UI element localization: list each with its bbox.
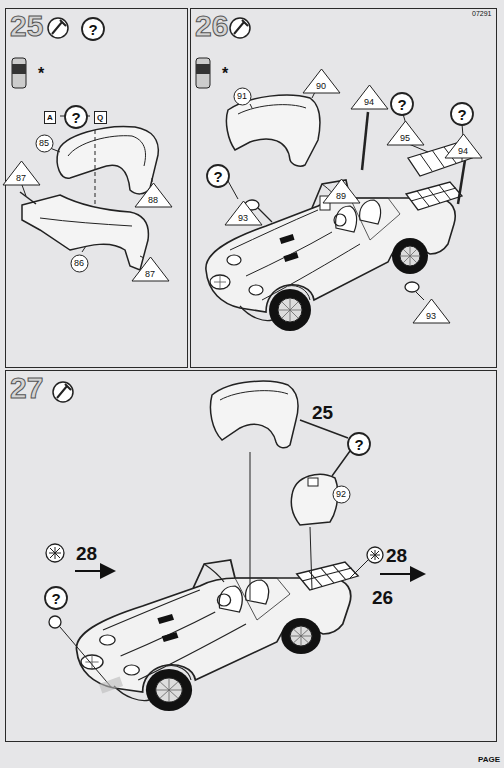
step-number: 26 xyxy=(195,11,228,41)
callout-circle xyxy=(36,135,53,152)
page-label: * xyxy=(222,66,228,82)
question-callout: ? xyxy=(206,164,230,188)
part-triangle: 95 xyxy=(386,120,425,146)
question-mark: ? xyxy=(354,436,363,453)
question-callout: ? xyxy=(347,432,371,456)
callout-number: 91 xyxy=(237,91,247,101)
question-callout: ? xyxy=(390,92,414,116)
callout-triangle xyxy=(413,299,450,323)
callout-circle xyxy=(234,88,251,105)
paint-box xyxy=(45,111,56,123)
callout-circle xyxy=(82,18,104,40)
step-number: 27 xyxy=(10,373,43,403)
callout-number: 92 xyxy=(336,489,346,499)
page-label: 26 xyxy=(372,588,393,607)
question-mark: ? xyxy=(457,106,466,123)
callout-triangle xyxy=(387,121,424,145)
callout-circle xyxy=(333,486,350,503)
question-callout: ? xyxy=(44,586,68,610)
step-number: 25 xyxy=(10,11,43,41)
question-mark: ? xyxy=(213,168,222,185)
question-mark: ? xyxy=(88,21,97,38)
page-label: 28 xyxy=(76,544,97,563)
callout-triangle xyxy=(351,85,388,109)
callout-number: 90 xyxy=(316,81,326,91)
callout-triangle xyxy=(225,201,262,225)
part-callout: 91 xyxy=(233,87,252,106)
page-label: 25 xyxy=(312,403,333,422)
callout-circle xyxy=(348,433,370,455)
callout-number: 88 xyxy=(148,195,158,205)
question-mark: ? xyxy=(397,96,406,113)
question-mark: ? xyxy=(51,590,60,607)
part-callout: 92 xyxy=(332,485,351,504)
paint-box xyxy=(94,111,106,123)
callout-circle xyxy=(207,165,229,187)
page-label: 07291 xyxy=(472,10,491,17)
page-label: PAGE xyxy=(478,756,500,764)
paint-code-box: Q xyxy=(94,111,107,124)
part-triangle: 88 xyxy=(134,182,173,208)
callout-circle xyxy=(71,255,88,272)
step-panel: 25? A? Q 85 87 88 86 87 xyxy=(5,8,188,368)
question-callout: ? xyxy=(64,105,88,129)
callout-circle xyxy=(45,587,67,609)
callout-triangle xyxy=(445,134,482,158)
part-triangle: 87 xyxy=(131,256,170,282)
callout-circle xyxy=(65,106,87,128)
callout-triangle xyxy=(323,179,360,203)
callout-circle xyxy=(451,103,473,125)
callout-circle xyxy=(391,93,413,115)
question-callout: ? xyxy=(450,102,474,126)
callout-number: Q xyxy=(97,113,103,122)
callout-number: 89 xyxy=(336,191,346,201)
page-label: 28 xyxy=(386,546,407,565)
callout-number: 87 xyxy=(16,173,26,183)
question-callout: ? xyxy=(81,17,105,41)
callout-number: 94 xyxy=(364,97,374,107)
part-callout: 86 xyxy=(70,254,89,273)
callout-number: 95 xyxy=(400,133,410,143)
question-mark: ? xyxy=(71,109,80,126)
part-callout: 85 xyxy=(35,134,54,153)
callout-number: 94 xyxy=(458,146,468,156)
part-triangle: 93 xyxy=(224,200,263,226)
part-triangle: 94 xyxy=(350,84,389,110)
callout-number: 85 xyxy=(39,138,49,148)
part-triangle: 93 xyxy=(412,298,451,324)
callout-number: 86 xyxy=(74,258,84,268)
part-triangle: 87 xyxy=(2,160,41,186)
callout-number: A xyxy=(47,113,53,122)
paint-code-box: A xyxy=(44,111,56,124)
part-triangle: 94 xyxy=(444,133,483,159)
callout-triangle xyxy=(303,69,340,93)
callout-triangle xyxy=(3,161,40,185)
page-label: * xyxy=(38,66,44,82)
part-triangle: 90 xyxy=(302,68,341,94)
callout-triangle xyxy=(132,257,169,281)
callout-number: 87 xyxy=(145,269,155,279)
callout-number: 93 xyxy=(426,311,436,321)
part-triangle: 89 xyxy=(322,178,361,204)
callout-triangle xyxy=(135,183,172,207)
callout-number: 93 xyxy=(238,213,248,223)
step-panel: 26 90 91 94? 95? 94? 93 89 93 xyxy=(190,8,497,368)
